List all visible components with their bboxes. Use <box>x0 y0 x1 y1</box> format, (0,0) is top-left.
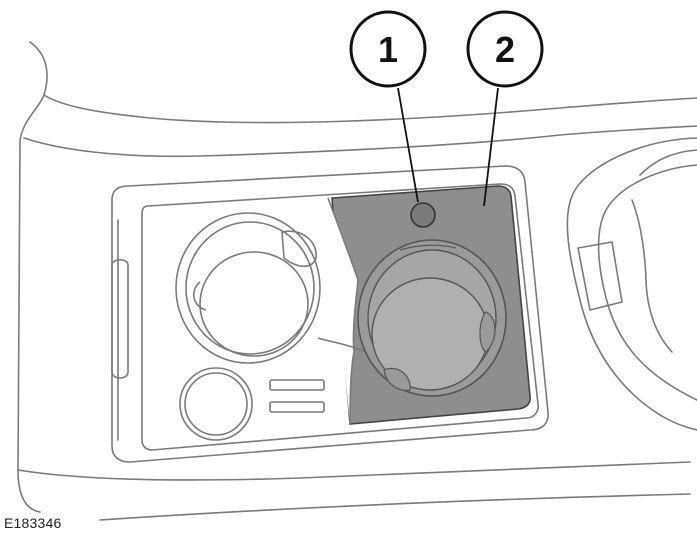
figure-code: E183346 <box>4 515 62 531</box>
callout-label-1: 1 <box>378 29 398 70</box>
release-button <box>410 202 436 228</box>
callout-2: 2 <box>466 10 544 207</box>
round-button <box>179 367 253 441</box>
callout-label-2: 2 <box>495 29 515 70</box>
sliding-cover <box>317 185 531 425</box>
left-cupholder <box>175 212 321 364</box>
console-outline <box>17 41 697 521</box>
callout-1: 1 <box>349 10 427 203</box>
vent-lines <box>269 379 325 413</box>
